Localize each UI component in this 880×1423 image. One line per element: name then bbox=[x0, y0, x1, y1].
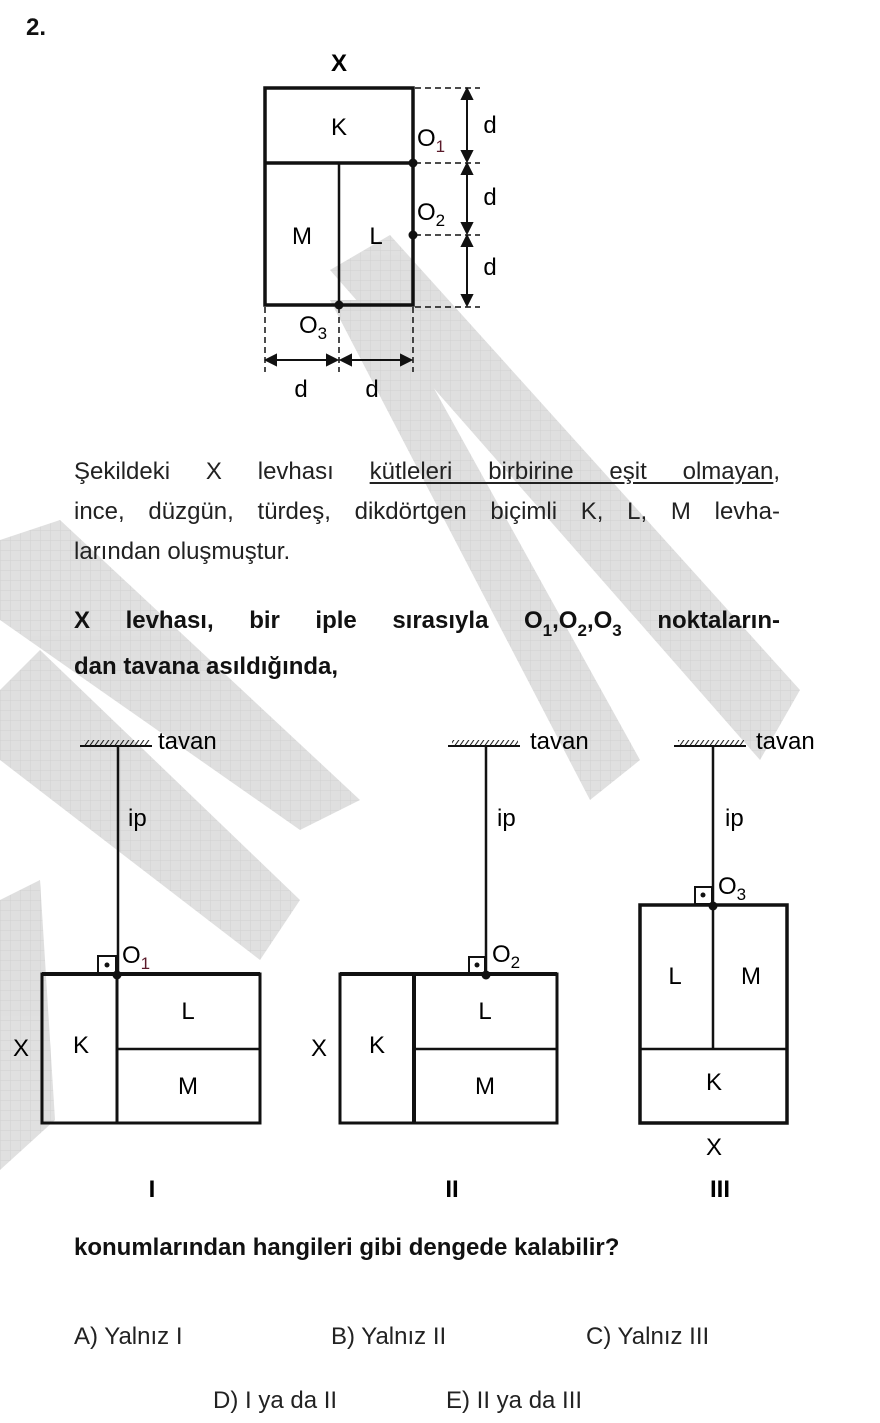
question-number: 2. bbox=[26, 14, 47, 41]
points-list: O1,O2,O3 bbox=[523, 607, 622, 640]
position-numeral: I bbox=[149, 1176, 156, 1203]
plate-label: X bbox=[311, 1035, 327, 1062]
plate-label-x: X bbox=[331, 50, 347, 77]
ceiling-label: tavan bbox=[158, 728, 217, 755]
plate-label: X bbox=[13, 1035, 29, 1062]
point-o2-label: O2 bbox=[417, 199, 445, 230]
region-l: L bbox=[369, 223, 382, 250]
region-k: K bbox=[331, 114, 347, 141]
underlined-phrase: kütleleri birbirine eşit olmayan bbox=[369, 458, 774, 485]
region-label: K bbox=[73, 1032, 89, 1059]
plate-label: X bbox=[706, 1134, 722, 1161]
position-numeral: II bbox=[445, 1176, 458, 1203]
paragraph-line-3: larından oluşmuştur. bbox=[74, 538, 291, 565]
choice-b[interactable]: B) Yalnız II bbox=[331, 1323, 447, 1350]
question-prompt: X levhası, bir iple sırasıyla O1,O2,O3 n… bbox=[74, 598, 780, 690]
region-label: K bbox=[706, 1069, 722, 1096]
dim-d-4: d bbox=[294, 376, 307, 403]
rope-label: ip bbox=[497, 805, 516, 832]
region-label: M bbox=[475, 1073, 495, 1100]
point-o1-dot bbox=[408, 158, 418, 168]
positions-figure: tavan ip O1 X K L M I tavan ip O2 bbox=[13, 728, 815, 1203]
choice-a[interactable]: A) Yalnız I bbox=[74, 1323, 183, 1350]
ceiling-label: tavan bbox=[756, 728, 815, 755]
rope-label: ip bbox=[725, 805, 744, 832]
dim-d-1: d bbox=[483, 112, 496, 139]
position-numeral: III bbox=[710, 1176, 730, 1203]
ceiling-label: tavan bbox=[530, 728, 589, 755]
region-label: K bbox=[369, 1032, 385, 1059]
region-label: M bbox=[178, 1073, 198, 1100]
rope-label: ip bbox=[128, 805, 147, 832]
position-iii: tavan ip O3 L M K X III bbox=[638, 728, 815, 1203]
question-ask: konumlarından hangileri gibi dengede kal… bbox=[74, 1234, 620, 1261]
main-figure: X K M L O1 O2 O3 bbox=[263, 50, 497, 403]
point-label: O3 bbox=[718, 873, 746, 904]
choice-c[interactable]: C) Yalnız III bbox=[586, 1323, 710, 1350]
point-o1-label: O1 bbox=[417, 125, 445, 156]
position-i: tavan ip O1 X K L M I bbox=[13, 728, 262, 1203]
dim-d-2: d bbox=[483, 184, 496, 211]
paragraph-line-2: ince, düzgün, türdeş, dikdörtgen biçimli… bbox=[74, 498, 780, 525]
choice-e[interactable]: E) II ya da III bbox=[446, 1387, 583, 1414]
region-m: M bbox=[292, 223, 312, 250]
paragraph-line-1: Şekildeki X levhası kütleleri birbirine … bbox=[74, 458, 780, 485]
choice-d[interactable]: D) I ya da II bbox=[213, 1387, 338, 1414]
point-label: O2 bbox=[492, 941, 520, 972]
point-o3-label: O3 bbox=[299, 312, 327, 343]
position-ii: tavan ip O2 X K L M II bbox=[311, 728, 589, 1203]
region-label: L bbox=[478, 998, 491, 1025]
region-label: M bbox=[741, 963, 761, 990]
point-label: O1 bbox=[122, 942, 150, 973]
prompt-line-1: X levhası, bir iple sırasıyla O1,O2,O3 n… bbox=[74, 607, 780, 640]
description-paragraph: Şekildeki X levhası kütleleri birbirine … bbox=[74, 452, 780, 572]
prompt-line-2: dan tavana asıldığında, bbox=[74, 653, 339, 680]
region-label: L bbox=[181, 998, 194, 1025]
dim-d-5: d bbox=[365, 376, 378, 403]
region-label: L bbox=[668, 963, 681, 990]
dim-d-3: d bbox=[483, 254, 496, 281]
